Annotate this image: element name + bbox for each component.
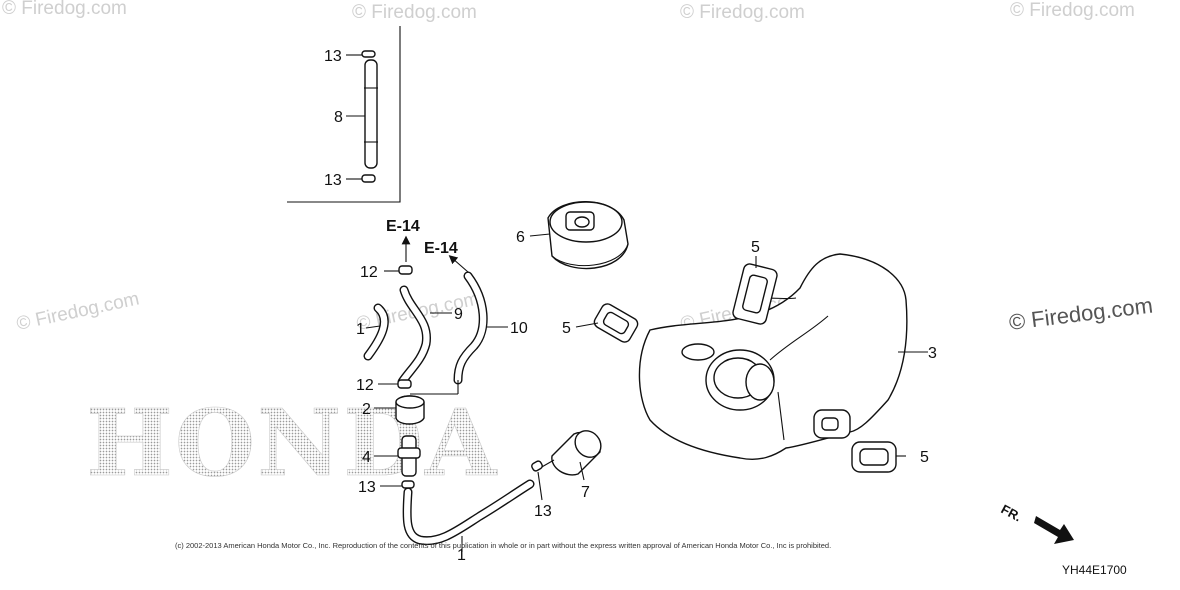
callout-1-lower: 1 (457, 547, 466, 564)
callout-6: 6 (516, 229, 525, 246)
callout-7: 7 (581, 484, 590, 501)
callout-5-top: 5 (751, 239, 760, 256)
part-12-clip-low (397, 379, 412, 389)
part-9-return-hose (397, 285, 431, 387)
ref-arrow-lower (448, 255, 469, 273)
part-4-joint (397, 435, 421, 477)
callout-1-upper: 1 (356, 321, 365, 338)
callout-9: 9 (454, 306, 463, 323)
inset-frame (287, 26, 401, 203)
reference-label-upper: E-14 (386, 218, 420, 235)
callout-12-top: 12 (360, 264, 378, 281)
callout-2: 2 (362, 401, 371, 418)
diagram-code: YH44E1700 (1062, 563, 1127, 577)
watermark-main: © Firedog.com (1008, 293, 1155, 335)
callout-13-mid: 13 (324, 172, 342, 189)
callout-13-low: 13 (358, 479, 376, 496)
watermark-tile: © Firedog.com (1010, 0, 1135, 21)
part-5-grommet-top (732, 263, 778, 325)
callout-4: 4 (362, 449, 371, 466)
part-12-clip-top (398, 265, 413, 275)
callout-5-left: 5 (562, 320, 571, 337)
callout-8: 8 (334, 109, 343, 126)
watermark-tiles: © Firedog.com © Firedog.com © Firedog.co… (2, 0, 1135, 335)
part-5-grommet-left (593, 303, 639, 343)
callout-13-top: 13 (324, 48, 342, 65)
front-arrow-icon (1034, 516, 1074, 544)
callout-12-low: 12 (356, 377, 374, 394)
part-2-tank-grommet (395, 380, 459, 425)
watermark-tile: © Firedog.com (15, 288, 142, 335)
part-8-breather-tube (364, 59, 378, 169)
part-10-vent-hose (453, 271, 488, 385)
reference-label-lower: E-14 (424, 240, 458, 257)
watermark-tile: © Firedog.com (680, 2, 805, 23)
front-direction-indicator: FR. (999, 501, 1074, 544)
watermark-tile: © Firedog.com (2, 0, 127, 19)
copyright-notice: (c) 2002-2013 American Honda Motor Co., … (175, 541, 831, 550)
part-13-clip-low (401, 480, 415, 489)
part-3-fuel-tank (638, 253, 908, 460)
part-6-fuel-cap (547, 201, 629, 270)
watermark-tile: © Firedog.com (352, 2, 477, 23)
part-13-clip-right (531, 460, 543, 472)
part-5-grommet-bottom (851, 441, 897, 473)
callout-10: 10 (510, 320, 528, 337)
leader-lines (346, 54, 928, 552)
callout-5-bottom: 5 (920, 449, 929, 466)
part-13-clip-mid (361, 174, 376, 183)
part-1-fuel-hose-lower (402, 479, 535, 546)
callout-13-right: 13 (534, 503, 552, 520)
part-7-fuel-filter (539, 430, 602, 476)
part-13-clip-top (361, 50, 376, 58)
callout-3: 3 (928, 345, 937, 362)
honda-brand-graphic: HONDA (86, 389, 498, 497)
part-1-fuel-hose-upper (363, 303, 389, 361)
direction-label: FR. (999, 501, 1025, 524)
